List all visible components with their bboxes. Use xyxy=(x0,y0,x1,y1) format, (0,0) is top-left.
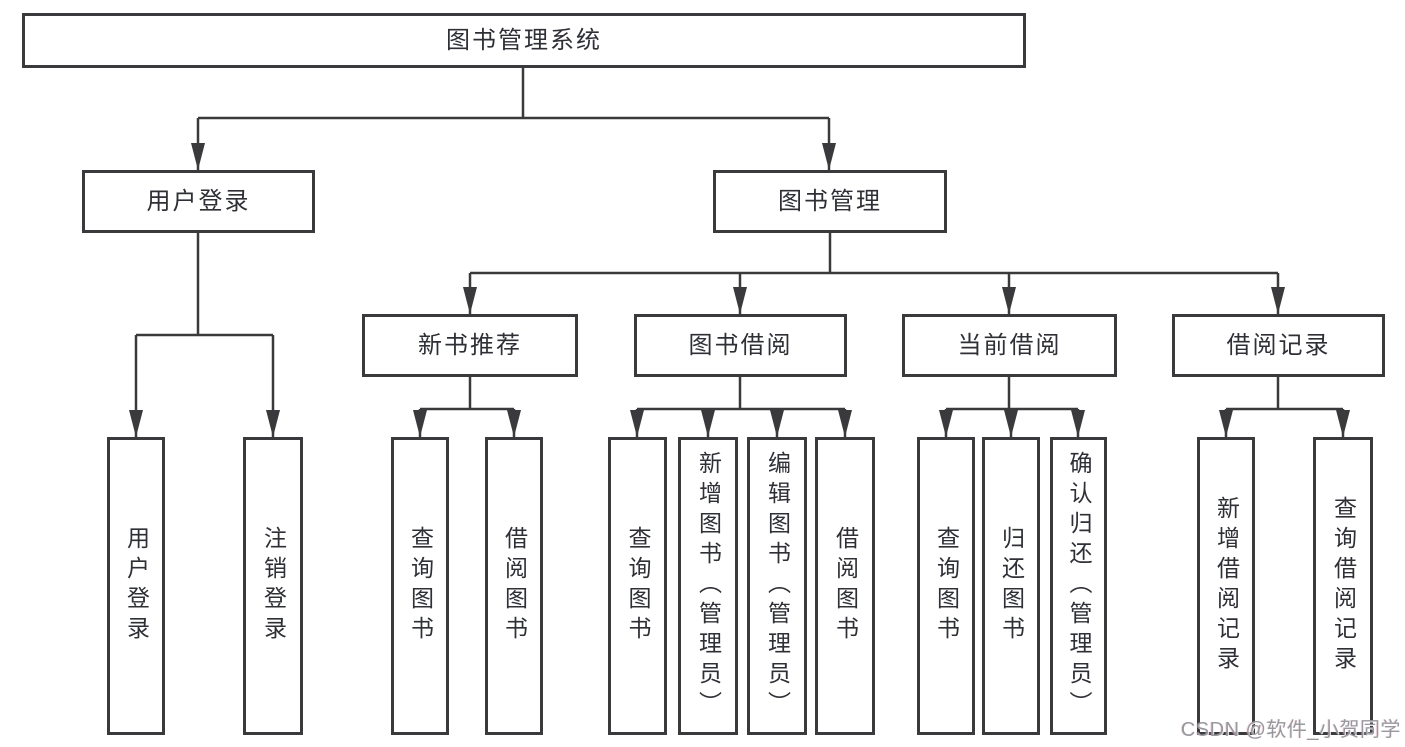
arrowhead-icon xyxy=(1004,410,1018,437)
arrowhead-icon xyxy=(266,410,280,437)
node-current-borrow: 当前借阅 xyxy=(902,314,1117,377)
node-leaf-edit-book: 编辑图书（管理员） xyxy=(747,437,807,735)
node-label-leaf-logout: 注销登录 xyxy=(260,526,287,646)
node-leaf-query-book-2: 查询图书 xyxy=(608,437,667,735)
node-leaf-return-book: 归还图书 xyxy=(982,437,1040,735)
node-label-leaf-edit-book: 编辑图书（管理员） xyxy=(764,451,791,721)
node-label-leaf-query-record: 查询借阅记录 xyxy=(1330,496,1357,676)
node-book-borrow: 图书借阅 xyxy=(634,314,847,377)
node-leaf-borrow-book-1: 借阅图书 xyxy=(485,437,543,735)
node-leaf-user-login: 用户登录 xyxy=(107,437,165,735)
node-label-new-book-rec: 新书推荐 xyxy=(418,331,522,359)
node-label-book-mgmt-group: 图书管理 xyxy=(778,187,882,215)
node-leaf-confirm-return: 确认归还（管理员） xyxy=(1050,437,1107,735)
arrowhead-icon xyxy=(1002,287,1016,314)
node-label-leaf-query-book-2: 查询图书 xyxy=(625,526,651,646)
arrowhead-icon xyxy=(733,287,747,314)
node-label-leaf-user-login: 用户登录 xyxy=(123,526,150,646)
arrowhead-icon xyxy=(770,410,784,437)
node-label-leaf-borrow-book-1: 借阅图书 xyxy=(501,526,528,646)
node-label-leaf-query-book-3: 查询图书 xyxy=(933,526,960,646)
arrowhead-icon xyxy=(463,287,477,314)
arrowhead-icon xyxy=(939,410,953,437)
node-label-current-borrow: 当前借阅 xyxy=(957,331,1062,359)
node-book-mgmt-group: 图书管理 xyxy=(713,170,947,233)
arrowhead-icon xyxy=(507,410,521,437)
node-leaf-query-book-1: 查询图书 xyxy=(391,437,449,735)
node-label-leaf-add-record: 新增借阅记录 xyxy=(1213,496,1240,676)
node-user-login-group: 用户登录 xyxy=(82,170,315,233)
arrowhead-icon xyxy=(630,410,644,437)
arrowhead-icon xyxy=(701,410,715,437)
node-new-book-rec: 新书推荐 xyxy=(362,314,578,377)
node-leaf-logout: 注销登录 xyxy=(243,437,303,735)
arrowhead-icon xyxy=(129,410,143,437)
arrowhead-icon xyxy=(838,410,852,437)
node-label-leaf-query-book-1: 查询图书 xyxy=(407,526,434,646)
node-label-leaf-add-book: 新增图书（管理员） xyxy=(695,451,722,721)
node-label-leaf-return-book: 归还图书 xyxy=(998,526,1025,646)
node-leaf-query-book-3: 查询图书 xyxy=(917,437,975,735)
node-leaf-query-record: 查询借阅记录 xyxy=(1313,437,1373,735)
node-borrow-records: 借阅记录 xyxy=(1172,314,1385,377)
node-label-leaf-borrow-book-2: 借阅图书 xyxy=(832,526,859,646)
node-leaf-borrow-book-2: 借阅图书 xyxy=(815,437,875,735)
node-label-borrow-records: 借阅记录 xyxy=(1226,331,1331,359)
arrowhead-icon xyxy=(413,410,427,437)
node-leaf-add-record: 新增借阅记录 xyxy=(1197,437,1255,735)
node-root: 图书管理系统 xyxy=(22,13,1026,68)
node-label-leaf-confirm-return: 确认归还（管理员） xyxy=(1066,451,1092,721)
node-leaf-add-book: 新增图书（管理员） xyxy=(678,437,738,735)
node-label-book-borrow: 图书借阅 xyxy=(688,331,793,359)
arrowhead-icon xyxy=(1271,287,1285,314)
node-label-user-login-group: 用户登录 xyxy=(146,187,251,215)
arrowhead-icon xyxy=(822,143,836,170)
arrowhead-icon xyxy=(191,143,205,170)
arrowhead-icon xyxy=(1219,410,1233,437)
node-label-root: 图书管理系统 xyxy=(446,26,602,54)
arrowhead-icon xyxy=(1336,410,1350,437)
arrowhead-icon xyxy=(1071,410,1085,437)
